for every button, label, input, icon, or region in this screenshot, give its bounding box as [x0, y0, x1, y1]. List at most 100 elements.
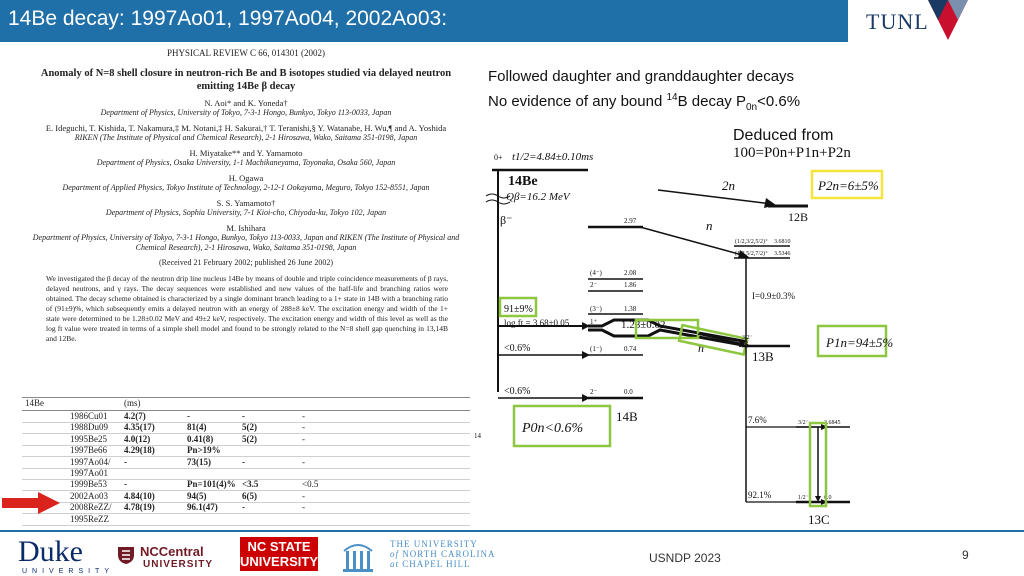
- unc-well-icon: [343, 544, 373, 572]
- svg-text:1⁺: 1⁺: [590, 318, 598, 326]
- table-cell: <0.5: [302, 479, 319, 490]
- table-cell: 1997Ao04/: [70, 456, 111, 467]
- table-cell: 1997Ao01: [70, 468, 108, 478]
- note-line-1: Followed daughter and granddaughter deca…: [488, 68, 795, 85]
- table-cell: 4.2(7): [124, 411, 146, 421]
- svg-text:2.08: 2.08: [624, 269, 637, 277]
- table-cell: 73(15): [187, 456, 211, 467]
- table-cell: 5(2): [242, 422, 257, 433]
- c13-branch-1: 7.6%: [748, 415, 767, 425]
- nccu-logo-line2: UNIVERSITY: [143, 559, 214, 570]
- gamma-highlight-box: [808, 421, 828, 508]
- table-cell: <3.5: [242, 479, 259, 490]
- table-cell: 0.41(8): [187, 433, 214, 444]
- table-cell: 1999Be53: [70, 479, 107, 490]
- table-row: 1997Ao01: [22, 468, 470, 480]
- svg-text:(1⁻): (1⁻): [590, 345, 603, 353]
- paper-author-block: N. Aoi* and K. Yoneda†Department of Phys…: [22, 98, 470, 118]
- svg-text:3/2⁻: 3/2⁻: [742, 335, 753, 341]
- table-cell: -: [302, 490, 305, 501]
- p2n-label: P2n=6±5%: [817, 178, 879, 193]
- table-cell: 4.84(10): [124, 490, 155, 501]
- table-cell: -: [124, 479, 127, 490]
- table-cell: 2008ReZZ/: [70, 502, 112, 513]
- svg-text:2⁻: 2⁻: [590, 281, 598, 289]
- log-ft: log ft = 3.68±0.05: [504, 318, 570, 328]
- paper-received: (Received 21 February 2002; published 26…: [159, 258, 333, 267]
- table-cell: -: [242, 456, 245, 467]
- nccu-logo-line1: NCCentral: [140, 544, 204, 559]
- c13-branch-2: 92.1%: [748, 490, 772, 500]
- tunl-logo-text: TUNL: [866, 9, 929, 34]
- table-cell: 81(4): [187, 422, 207, 433]
- neutron-label-2: n: [698, 341, 704, 355]
- deduced-line-2: 100=P0n+P1n+P2n: [733, 145, 851, 161]
- table-row: 2008ReZZ/4.78(19)96.1(47)--: [22, 502, 470, 515]
- table-cell: 2002Ao03: [70, 490, 108, 501]
- axis-break: [485, 193, 511, 205]
- parent-spin: 0+: [494, 153, 503, 162]
- notes: Followed daughter and granddaughter deca…: [488, 66, 800, 118]
- p0n-highlight-box: [512, 404, 612, 448]
- duke-logo-sub: UNIVERSITY: [22, 568, 115, 575]
- p1n-highlight-box: [816, 324, 888, 358]
- svg-text:1.38: 1.38: [624, 305, 637, 313]
- svg-text:0.0: 0.0: [824, 495, 832, 501]
- table-cell: 4.78(19): [124, 502, 155, 513]
- table-cell: -: [124, 456, 127, 467]
- paper-journal: PHYSICAL REVIEW C 66, 014301 (2002): [167, 48, 325, 58]
- paper-authors: N. Aoi* and K. Yoneda†Department of Phys…: [22, 98, 470, 253]
- paper-front-page: PHYSICAL REVIEW C 66, 014301 (2002) Anom…: [22, 42, 470, 397]
- table-row: 1988Du09 4.35(17) 81(4) 5(2) -: [22, 422, 470, 435]
- table-cell: 6(5): [242, 490, 257, 501]
- deduced-note: Deduced from 100=P0n+P1n+P2n: [733, 127, 851, 162]
- table-cell: -: [302, 502, 305, 513]
- paper-authors-line: M. Ishihara: [226, 223, 266, 233]
- note-line-2: No evidence of any bound 14B decay P0n<0…: [488, 92, 801, 113]
- svg-text:0.0: 0.0: [624, 388, 633, 396]
- table-cell: -: [302, 411, 305, 421]
- paper-author-block: S. S. Yamamoto†Department of Physics, So…: [22, 198, 470, 218]
- table-cell: Pn=101(4)%: [187, 479, 236, 490]
- svg-text:(1/2,3/2,5/2)⁺: (1/2,3/2,5/2)⁺: [735, 238, 768, 245]
- paper-affiliation: Department of Applied Physics, Tokyo Ins…: [62, 183, 430, 192]
- table-cell: 5(2): [242, 433, 257, 444]
- table-cell: 4.0(12): [124, 433, 151, 444]
- svg-text:3.6810: 3.6810: [774, 239, 791, 245]
- paper-affiliation: Department of Physics, University of Tok…: [100, 108, 392, 117]
- table-cell: -: [242, 411, 245, 421]
- neutron-label-1: n: [706, 218, 713, 233]
- two-neutron-label: 2n: [722, 178, 735, 193]
- footer-rule: [0, 530, 1024, 532]
- p0n-label: P0n<0.6%: [521, 421, 583, 436]
- svg-text:3.6845: 3.6845: [824, 420, 841, 426]
- table-row: 1999Be53 - Pn=101(4)% <3.5 <0.5: [22, 479, 470, 492]
- table-cell: -: [187, 411, 190, 421]
- table-cell: 1988Du09: [70, 422, 108, 433]
- paper-title: Anomaly of N=8 shell closure in neutron-…: [40, 68, 452, 92]
- tunl-triangle-icon: [928, 0, 968, 40]
- paper-authors-line: E. Ideguchi, T. Kishida, T. Nakamura,‡ M…: [45, 123, 447, 133]
- svg-text:(3⁻): (3⁻): [590, 305, 603, 313]
- b13-nucleus: 13B: [752, 349, 774, 364]
- branch-074: <0.6%: [504, 343, 530, 354]
- university-logos: Duke UNIVERSITY NCCentral UNIVERSITY NC …: [0, 533, 500, 576]
- table-cell: -: [242, 502, 245, 513]
- table-cell: -: [302, 422, 305, 433]
- cut-label: 14: [474, 432, 482, 440]
- svg-text:2.97: 2.97: [624, 217, 637, 225]
- svg-text:3/2⁻: 3/2⁻: [798, 420, 809, 426]
- q-beta: Qβ=16.2 MeV: [506, 191, 571, 203]
- parent-nucleus: 14Be: [508, 174, 538, 189]
- table-cell: 4.35(17): [124, 422, 155, 433]
- beta-label: β⁻: [500, 213, 512, 227]
- decay-scheme: 0+ t1/2=4.84±0.10ms 14Be Qβ=16.2 MeV β⁻ …: [474, 151, 893, 527]
- level-128: 1.28±0.02: [621, 319, 666, 331]
